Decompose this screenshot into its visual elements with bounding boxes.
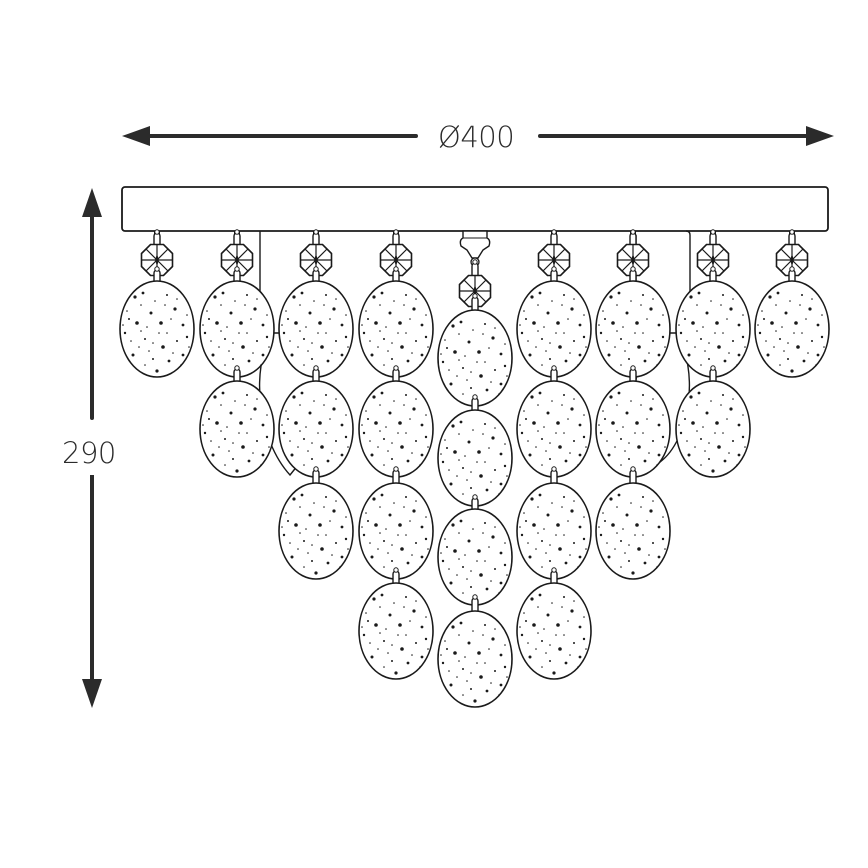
ceiling-canopy bbox=[121, 186, 829, 232]
center-finial bbox=[458, 230, 492, 321]
arrow-down-icon bbox=[82, 679, 102, 708]
width-dimension bbox=[122, 126, 834, 146]
arrow-right-icon bbox=[806, 126, 834, 146]
arrow-left-icon bbox=[122, 126, 150, 146]
width-dimension-label: Ø400 bbox=[430, 119, 523, 155]
top-hangers bbox=[140, 229, 809, 294]
height-dimension-label: 290 bbox=[62, 431, 116, 475]
height-dimension bbox=[82, 188, 102, 708]
oval-pendants bbox=[120, 281, 829, 707]
arrow-up-icon bbox=[82, 188, 102, 217]
